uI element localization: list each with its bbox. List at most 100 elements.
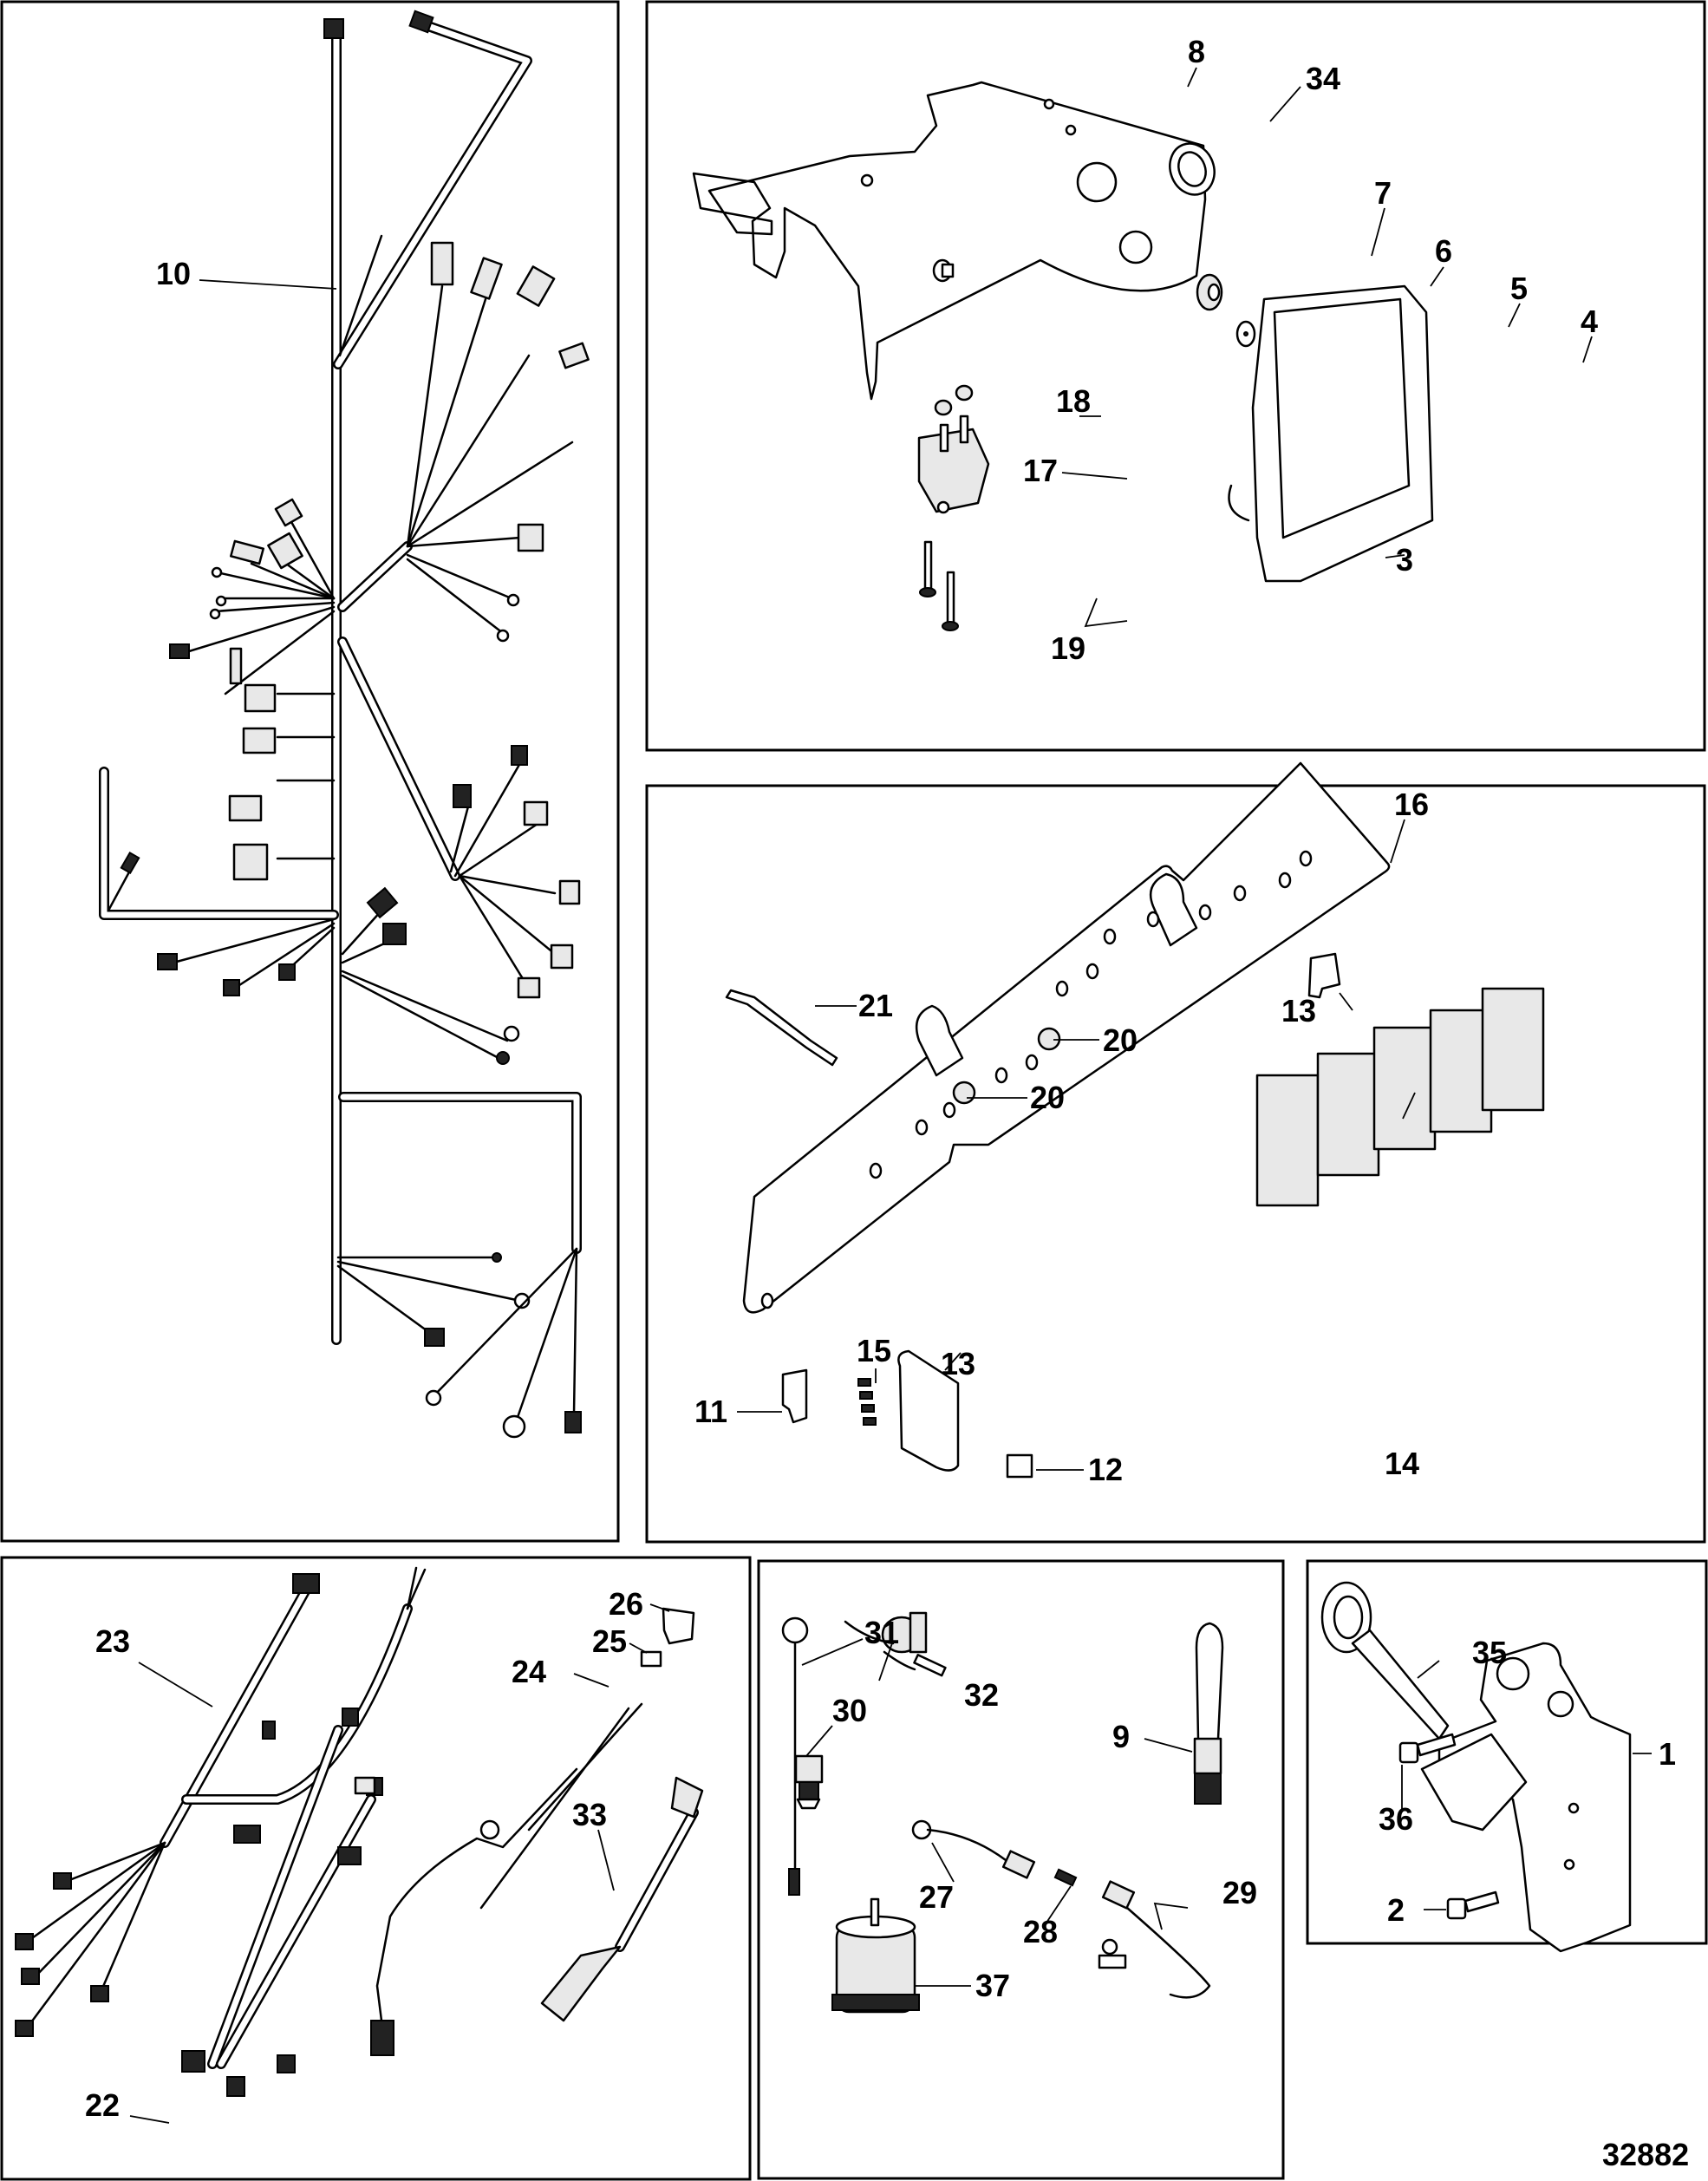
leader-13a [1339,992,1353,1011]
ignition-module-17 [917,415,990,514]
grommet-6 [1196,273,1223,311]
stud-21 [725,989,838,1067]
callout-30: 30 [832,1693,867,1728]
callout-18: 18 [1056,383,1091,419]
leader-7 [1371,207,1385,257]
callout-21: 21 [858,988,893,1023]
gromment-nut-34 [1169,142,1216,196]
callout-20-lower: 20 [1030,1080,1065,1115]
callout-11: 11 [694,1394,727,1429]
wiring-harness-22 [181,1708,383,2097]
leader-28 [1044,1885,1072,1926]
ecm-module-3 [1228,284,1434,583]
screws-19 [919,540,959,631]
panel-harness-sensors [0,1556,752,2181]
callout-28: 28 [1023,1914,1058,1949]
callout-17: 17 [1023,453,1058,488]
engine-wiring-harness [99,10,590,1439]
callout-12: 12 [1088,1452,1123,1487]
leader-16 [1390,819,1405,864]
callout-35: 35 [1472,1635,1507,1670]
panel-sensors [757,1559,1285,2180]
panel-relay-bracket [645,784,1706,1544]
callout-25: 25 [592,1623,627,1659]
figure-number: 32882 [1602,2137,1689,2172]
leader-24 [573,1673,610,1688]
callout-13-lower: 13 [941,1346,975,1381]
callout-6: 6 [1435,233,1452,269]
leader-34 [1269,86,1301,122]
clip-12 [1006,1453,1033,1479]
callout-7: 7 [1374,175,1392,211]
jumper-loop-9 [1193,1622,1224,1805]
leader-5 [1508,303,1521,328]
ground-wire-assembly-27-28-29 [911,1819,1211,1999]
callout-24: 24 [512,1654,546,1689]
leader-23 [138,1662,213,1708]
leader-25 [629,1642,648,1654]
fuse-block-11 [781,1368,808,1424]
leader-19 [1084,597,1128,628]
leader-35 [1417,1660,1440,1679]
leader-3 [1385,554,1405,558]
callout-33: 33 [572,1797,607,1832]
callout-2: 2 [1387,1892,1405,1928]
leader-27 [931,1842,955,1883]
callout-16: 16 [1394,787,1429,822]
callout-1: 1 [1659,1736,1676,1772]
leader-31 [801,1638,864,1666]
leader-26 [649,1603,670,1612]
bolts-2-36 [1398,1733,1500,1920]
leader-8 [1187,67,1197,88]
leader-33 [597,1829,615,1891]
leader-30 [805,1725,833,1757]
callout-26: 26 [609,1586,643,1622]
spacer-7 [932,258,955,283]
leader-13b [944,1352,962,1371]
callout-5: 5 [1510,271,1528,306]
oxygen-sensor-33 [540,1776,704,2022]
fuse-holder-13 [897,952,1341,1472]
callout-9: 9 [1112,1719,1130,1754]
panel-mounting-bracket [1306,1559,1708,1945]
relay-mounting-bracket-16 [742,761,1391,1314]
callout-27: 27 [919,1879,954,1915]
leader-32 [878,1640,894,1681]
callout-10: 10 [156,256,191,291]
callout-36: 36 [1379,1801,1413,1837]
fuel-pressure-sensor-37 [831,1897,920,2014]
callout-3: 3 [1396,542,1413,578]
callout-14: 14 [1385,1446,1419,1481]
ecm-mounting-bracket [692,81,1207,401]
leader-9 [1144,1738,1193,1753]
wiring-harness-23 [15,1566,427,2037]
leader-10 [199,279,337,290]
callout-32: 32 [964,1677,999,1713]
leader-22 [129,2115,170,2124]
callout-31: 31 [864,1615,899,1650]
leader-14 [1402,1092,1416,1120]
leader-6 [1430,266,1444,287]
connectors-25-26 [640,1607,695,1668]
leader-17 [1061,472,1128,480]
callout-20-upper: 20 [1103,1022,1138,1058]
callout-4: 4 [1581,304,1598,339]
relays-14 [1255,987,1545,1207]
panel-ecm-bracket [645,0,1706,752]
callout-22: 22 [85,2087,120,2123]
callout-8: 8 [1188,34,1205,69]
callout-29: 29 [1222,1875,1257,1910]
panel-wiring-harness [0,0,620,1543]
callout-34: 34 [1306,61,1340,96]
callout-19: 19 [1051,630,1085,666]
pressure-sensor-30 [794,1754,824,1810]
callout-37: 37 [975,1968,1010,2003]
leader-29 [1153,1902,1189,1930]
callout-13-upper: 13 [1281,993,1316,1028]
callout-15: 15 [857,1333,891,1368]
engine-bracket-1 [1420,1642,1632,1953]
callout-23: 23 [95,1623,130,1659]
oxygen-sensor-harness-24 [354,1702,643,2056]
fuses-15 [857,1378,877,1426]
